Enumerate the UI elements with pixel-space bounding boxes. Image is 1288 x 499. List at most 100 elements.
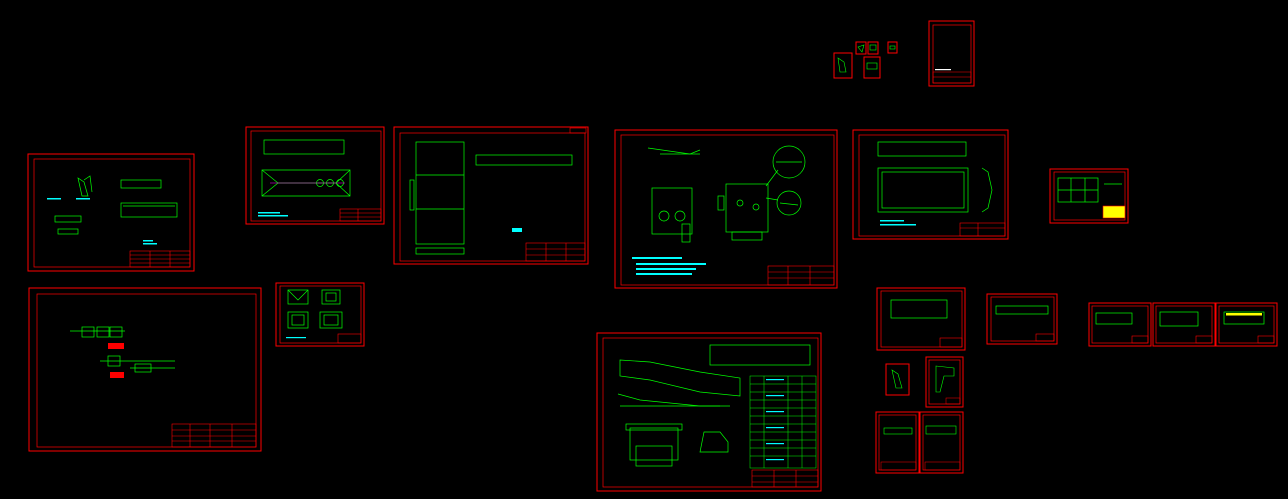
annotation	[935, 69, 951, 71]
drawing-sheet[interactable]	[919, 411, 964, 474]
sheet-inner-border	[620, 134, 835, 286]
sheet-border	[1049, 168, 1129, 224]
title-block	[945, 397, 961, 405]
drawing-sheet[interactable]	[885, 363, 910, 396]
red-markers	[108, 343, 124, 378]
drawing-sheet[interactable]	[855, 41, 867, 55]
sheet-border	[885, 363, 910, 396]
sheet-inner-border	[1053, 171, 1126, 221]
title-block	[932, 71, 972, 84]
highlight-block	[1103, 206, 1125, 218]
drawing-sheet[interactable]	[596, 332, 822, 492]
title-block	[337, 333, 362, 344]
title-block	[129, 250, 191, 268]
drawing-sheet[interactable]	[928, 20, 975, 87]
title-block	[880, 461, 917, 471]
sheet-inner-border	[928, 359, 961, 405]
title-block	[171, 423, 257, 448]
drawing-sheet[interactable]	[925, 356, 964, 408]
sheet-inner-border	[33, 158, 191, 268]
sheet-inner-border	[36, 293, 257, 448]
sheet-inner-border	[399, 132, 586, 262]
sheet-border	[919, 411, 964, 474]
drawing-sheet[interactable]	[393, 126, 589, 265]
part-view	[925, 425, 957, 435]
sheet-border	[986, 293, 1058, 345]
part-view	[891, 369, 903, 389]
sheet-border	[1152, 302, 1216, 347]
part-views	[287, 289, 343, 329]
title-block	[959, 222, 1006, 237]
drawing-sheet[interactable]	[28, 287, 262, 452]
title-block	[924, 461, 961, 471]
sheet-border	[245, 126, 385, 225]
sheet-inner-border	[880, 290, 963, 348]
title-block	[525, 242, 586, 262]
part-views	[877, 141, 993, 213]
drawing-sheet[interactable]	[1152, 302, 1216, 347]
part-views	[409, 141, 573, 255]
part-view	[1223, 311, 1265, 325]
sheet-border	[867, 41, 879, 55]
drawing-sheet[interactable]	[852, 129, 1009, 240]
sheet-border	[275, 282, 365, 347]
sheet-border	[852, 129, 1009, 240]
sheet-inner-border	[1091, 305, 1149, 344]
sheet-border	[27, 153, 195, 272]
part-view	[935, 365, 955, 393]
sheet-border	[887, 41, 898, 54]
sheet-inner-border	[990, 296, 1055, 342]
drawing-sheet[interactable]	[614, 129, 838, 289]
drawing-sheet[interactable]	[245, 126, 385, 225]
drawing-sheet[interactable]	[875, 411, 920, 474]
title-block	[1131, 335, 1149, 344]
sheet-border	[863, 56, 881, 79]
parts-table	[749, 375, 817, 469]
sheet-border	[28, 287, 262, 452]
title-block	[1035, 333, 1055, 342]
drawing-sheet[interactable]	[887, 41, 898, 54]
annotations	[880, 220, 916, 226]
drawing-sheet[interactable]	[275, 282, 365, 347]
sheet-border	[833, 52, 853, 79]
part-view	[1159, 311, 1199, 327]
part-view	[869, 44, 877, 51]
title-block	[1195, 335, 1213, 344]
sheet-border	[393, 126, 589, 265]
drawing-sheet[interactable]	[1215, 302, 1278, 347]
sheet-border	[1215, 302, 1278, 347]
drawing-sheet[interactable]	[833, 52, 853, 79]
sheet-border	[596, 332, 822, 492]
part-views	[1057, 177, 1122, 203]
part-view	[837, 57, 847, 73]
part-views	[54, 175, 178, 235]
part-view	[995, 305, 1049, 315]
sheet-inner-border	[250, 130, 382, 222]
sheet-border	[855, 41, 867, 55]
sheet-border	[925, 356, 964, 408]
highlight-band	[1226, 313, 1262, 316]
title-block	[339, 208, 382, 222]
drawing-sheet[interactable]	[986, 293, 1058, 345]
drawing-sheet[interactable]	[27, 153, 195, 272]
sheet-inner-border	[858, 134, 1006, 237]
title-block	[751, 469, 819, 488]
annotations	[286, 337, 306, 339]
sheet-border	[1088, 302, 1152, 347]
title-block	[1257, 335, 1275, 344]
drawing-sheet[interactable]	[1049, 168, 1129, 224]
sheet-border	[614, 129, 838, 289]
drawing-sheet[interactable]	[863, 56, 881, 79]
drawing-sheet[interactable]	[876, 287, 966, 351]
part-views	[70, 326, 175, 373]
drawing-sheet[interactable]	[867, 41, 879, 55]
title-block	[767, 265, 835, 286]
drawing-sheet[interactable]	[1088, 302, 1152, 347]
table-text	[766, 379, 784, 461]
sheet-border	[928, 20, 975, 87]
part-view	[889, 45, 896, 50]
sheet-tag	[569, 127, 587, 134]
sheet-inner-border	[1155, 305, 1213, 344]
